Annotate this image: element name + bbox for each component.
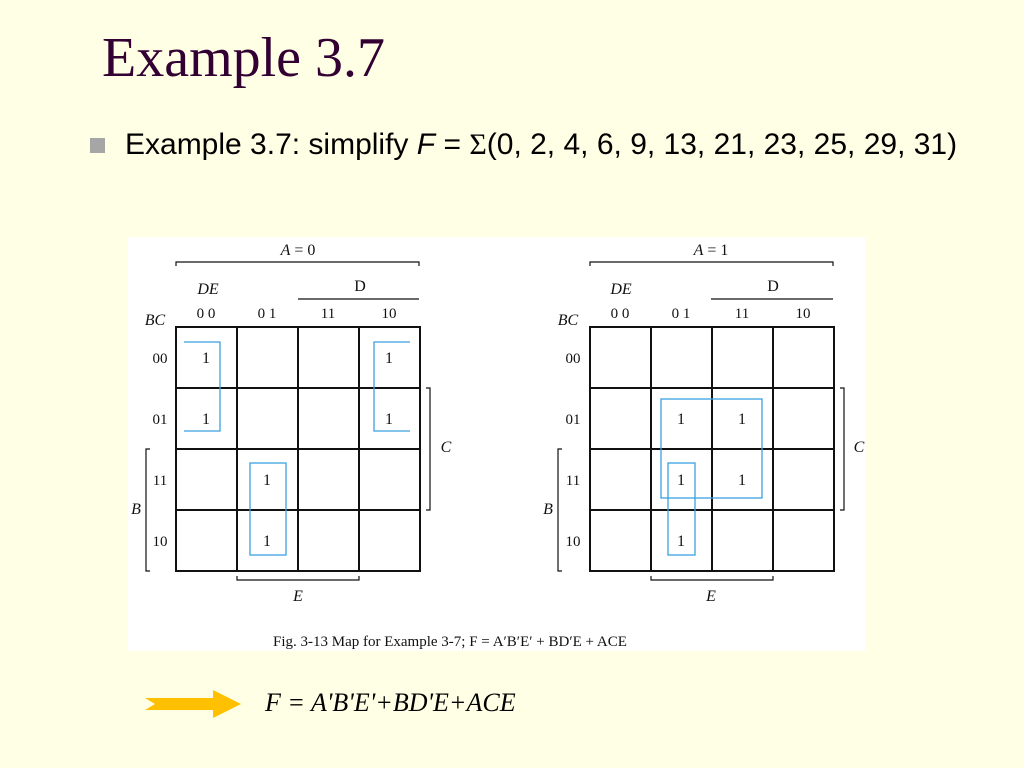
- map-a0-row-label: 00: [153, 351, 168, 367]
- map-a1-d-label: D: [767, 278, 779, 295]
- map-a0-de-label: DE: [196, 281, 219, 298]
- bullet-text: Example 3.7: simplify F = Σ(0, 2, 4, 6, …: [125, 124, 985, 166]
- map-a1-cell-one: 1: [738, 472, 746, 489]
- map-a1-row-label: 10: [566, 534, 581, 550]
- map-a0-cell-one: 1: [385, 350, 393, 367]
- bullet-lead: Example 3.7: simplify: [125, 128, 417, 161]
- map-a1-cell-one: 1: [677, 533, 685, 550]
- map-a0-row-label: 10: [153, 534, 168, 550]
- map-a1-row-label: 11: [566, 473, 580, 489]
- equals-sign: =: [435, 128, 470, 161]
- map-a1-cell-one: 1: [677, 472, 685, 489]
- karnaugh-map-figure: A = 0 DE D BC 0 0 0 1 11 10 00 01 11 10 …: [128, 237, 865, 651]
- map-a0-cell-one: 1: [263, 533, 271, 550]
- map-a0-cell-one: 1: [385, 411, 393, 428]
- map-a1-row-label: 00: [566, 351, 581, 367]
- map-a1-col-label: 10: [796, 306, 811, 322]
- map-a0-b-label: B: [131, 501, 141, 518]
- map-a1-b-label: B: [543, 501, 553, 518]
- map-a1-bc-label: BC: [558, 312, 579, 329]
- map-a0-col-label: 10: [382, 306, 397, 322]
- map-a0-row-label: 01: [153, 412, 168, 428]
- map-a0-header: A = 0: [280, 242, 316, 259]
- map-a0-loop: [249, 462, 287, 556]
- map-a1-col-label: 11: [735, 306, 749, 322]
- map-a0-cell-one: 1: [202, 411, 210, 428]
- map-a0-c-label: C: [441, 439, 452, 456]
- map-a1-c-label: C: [854, 439, 865, 456]
- map-a0-bc-label: BC: [145, 312, 166, 329]
- map-a1-col-label: 0 0: [611, 306, 630, 322]
- map-a1-e-label: E: [705, 588, 716, 605]
- minterm-list: (0, 2, 4, 6, 9, 13, 21, 23, 25, 29, 31): [486, 128, 958, 161]
- map-a0-e-label: E: [292, 588, 303, 605]
- map-a1-row-label: 01: [566, 412, 581, 428]
- map-a0-loop: [373, 341, 410, 432]
- map-a0-cell-one: 1: [202, 350, 210, 367]
- map-a1-de-label: DE: [609, 281, 632, 298]
- map-a1-loop: [667, 462, 696, 556]
- map-a1-cell-one: 1: [677, 411, 685, 428]
- map-a1: A = 1 DE D BC 0 0 0 1 11 10 00 01 11 10 …: [543, 242, 865, 605]
- sigma-symbol: Σ: [469, 128, 487, 161]
- map-a0: A = 0 DE D BC 0 0 0 1 11 10 00 01 11 10 …: [131, 242, 452, 605]
- map-a0-cell-one: 1: [263, 472, 271, 489]
- bullet-square-icon: [90, 138, 105, 153]
- map-a0-row-label: 11: [153, 473, 167, 489]
- map-a0-col-label: 0 1: [258, 306, 277, 322]
- map-a1-cell-one: 1: [738, 411, 746, 428]
- map-a0-col-label: 0 0: [197, 306, 216, 322]
- map-a1-header: A = 1: [693, 242, 729, 259]
- result-expression: F = A'B'E'+BD'E+ACE: [265, 688, 516, 717]
- map-a0-loop: [184, 341, 221, 432]
- figure-caption: Fig. 3-13 Map for Example 3-7; F = A′B′E…: [273, 634, 627, 650]
- map-a1-loop: [660, 398, 763, 499]
- function-variable: F: [416, 128, 436, 161]
- map-a1-col-label: 0 1: [672, 306, 691, 322]
- map-a0-col-label: 11: [321, 306, 335, 322]
- map-a0-d-label: D: [354, 278, 366, 295]
- slide-title: Example 3.7: [102, 27, 386, 89]
- karnaugh-maps-svg: A = 0 DE D BC 0 0 0 1 11 10 00 01 11 10 …: [131, 242, 865, 650]
- arrow-right-icon: [145, 690, 241, 718]
